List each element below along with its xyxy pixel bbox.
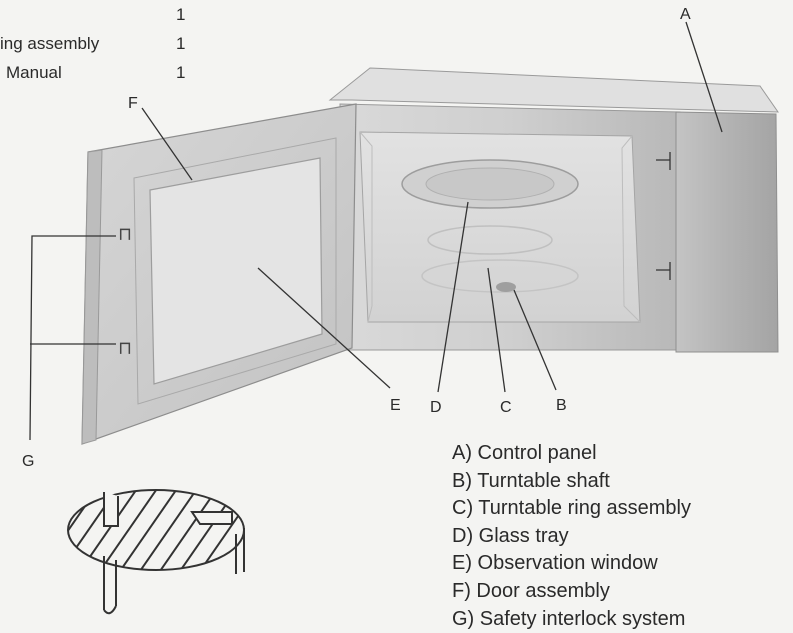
parts-list-item: Manual	[6, 63, 62, 82]
leader-line-d	[437, 201, 469, 393]
leader-line-a	[685, 21, 723, 133]
leader-line-e	[257, 267, 391, 389]
legend-item: B) Turntable shaft	[452, 470, 610, 492]
interlock-slot	[656, 152, 671, 170]
observation-window	[149, 157, 323, 385]
label-b: B	[556, 397, 567, 414]
parts-legend: A) Control panel B) Turntable shaft C) T…	[452, 442, 691, 630]
label-d: D	[430, 399, 442, 416]
legend-item: F) Door assembly	[452, 580, 610, 602]
parts-list-qty: 1	[176, 63, 185, 82]
parts-list-item: ing assembly	[0, 34, 100, 53]
parts-list-top: 1 ing assembly 1 Manual 1	[0, 5, 185, 82]
parts-list-qty: 1	[176, 5, 185, 24]
leader-line-g	[29, 235, 116, 441]
leader-line-b	[513, 289, 557, 391]
leader-line-c	[487, 267, 506, 393]
label-e: E	[390, 397, 401, 414]
legend-item: C) Turntable ring assembly	[452, 497, 691, 519]
legend-item: D) Glass tray	[452, 525, 569, 547]
label-a: A	[680, 6, 691, 23]
turntable-ring-illustration	[67, 489, 245, 615]
label-f: F	[128, 95, 138, 112]
turntable-shaft	[496, 282, 516, 292]
microwave-top	[328, 67, 779, 113]
legend-item: E) Observation window	[452, 552, 658, 574]
legend-item: A) Control panel	[452, 442, 597, 464]
leader-line-f	[141, 107, 193, 181]
control-panel	[675, 111, 779, 353]
label-c: C	[500, 399, 512, 416]
label-g: G	[22, 453, 34, 470]
interlock-slot	[656, 262, 671, 280]
parts-list-qty: 1	[176, 34, 185, 53]
interlock-hook-icon: ⊓	[118, 338, 132, 359]
legend-item: G) Safety interlock system	[452, 608, 685, 630]
interlock-hook-icon: ⊓	[118, 224, 132, 245]
